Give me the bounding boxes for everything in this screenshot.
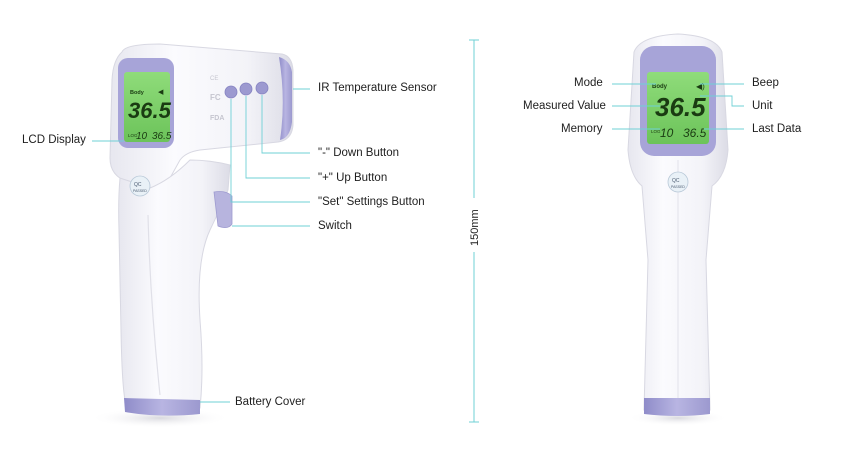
label-switch: Switch — [318, 220, 352, 232]
svg-text:QC: QC — [134, 182, 142, 188]
lcd-screen — [124, 72, 170, 142]
label-beep: Beep — [752, 77, 779, 89]
leader-lines-left — [92, 88, 310, 403]
svg-text:QC: QC — [672, 178, 680, 184]
up-button[interactable] — [239, 82, 253, 96]
svg-text:◀: ◀ — [158, 89, 164, 96]
qc-passed-badge — [129, 175, 151, 197]
label-measured-value: Measured Value — [523, 100, 606, 112]
thermometer-front-view: Body ◀) 36.5 LOG 10 36.5 QC PASSED — [627, 33, 729, 426]
lcd-front-measured-value: 36.5 — [655, 92, 706, 122]
lcd-measured-value: 36.5 — [128, 98, 172, 123]
svg-text:CE: CE — [210, 76, 218, 82]
label-battery-cover: Battery Cover — [235, 396, 306, 408]
lcd-log-label: LOG — [128, 133, 138, 138]
label-ir-sensor: IR Temperature Sensor — [318, 82, 437, 94]
svg-text:◀): ◀) — [696, 82, 705, 91]
leader-lines-right — [612, 83, 744, 130]
lcd-memory-number: 10 — [136, 131, 148, 142]
label-up-button: "+" Up Button — [318, 172, 388, 184]
lcd-front-mode-text: Body — [652, 84, 668, 90]
label-unit: Unit — [752, 100, 773, 112]
lcd-front-last-data: 36.5 — [683, 126, 707, 140]
dimension-marker: 150mm — [466, 39, 482, 423]
battery-cover-band-front — [644, 398, 710, 416]
battery-cover-band — [124, 398, 200, 416]
label-set-button: "Set" Settings Button — [318, 196, 425, 208]
lcd-front-log-label: LOG — [651, 129, 661, 134]
svg-text:FC: FC — [210, 93, 221, 102]
lcd-front-memory-number: 10 — [660, 126, 674, 140]
set-button[interactable] — [224, 85, 238, 99]
thermometer-side-view: Body ◀ 36.5 LOG 10 36.5 FC FDA CE QC PAS… — [90, 43, 294, 428]
thermometer-handle — [118, 159, 231, 409]
qc-passed-badge-front — [667, 171, 689, 193]
lcd-mode-text: Body — [130, 90, 145, 96]
label-mode: Mode — [574, 77, 603, 89]
lcd-screen-front — [647, 72, 709, 144]
lcd-last-data: 36.5 — [152, 131, 172, 142]
svg-text:FDA: FDA — [210, 115, 224, 122]
svg-text:PASSED: PASSED — [671, 185, 685, 189]
label-lcd-display: LCD Display — [22, 134, 86, 146]
dimension-label: 150mm — [469, 209, 481, 246]
down-button[interactable] — [255, 81, 269, 95]
ir-sensor-ring — [279, 57, 292, 140]
label-last-data: Last Data — [752, 123, 802, 135]
svg-text:PASSED: PASSED — [133, 189, 147, 193]
label-memory: Memory — [561, 123, 603, 135]
trigger-switch — [213, 191, 233, 228]
label-down-button: "-" Down Button — [318, 147, 400, 159]
